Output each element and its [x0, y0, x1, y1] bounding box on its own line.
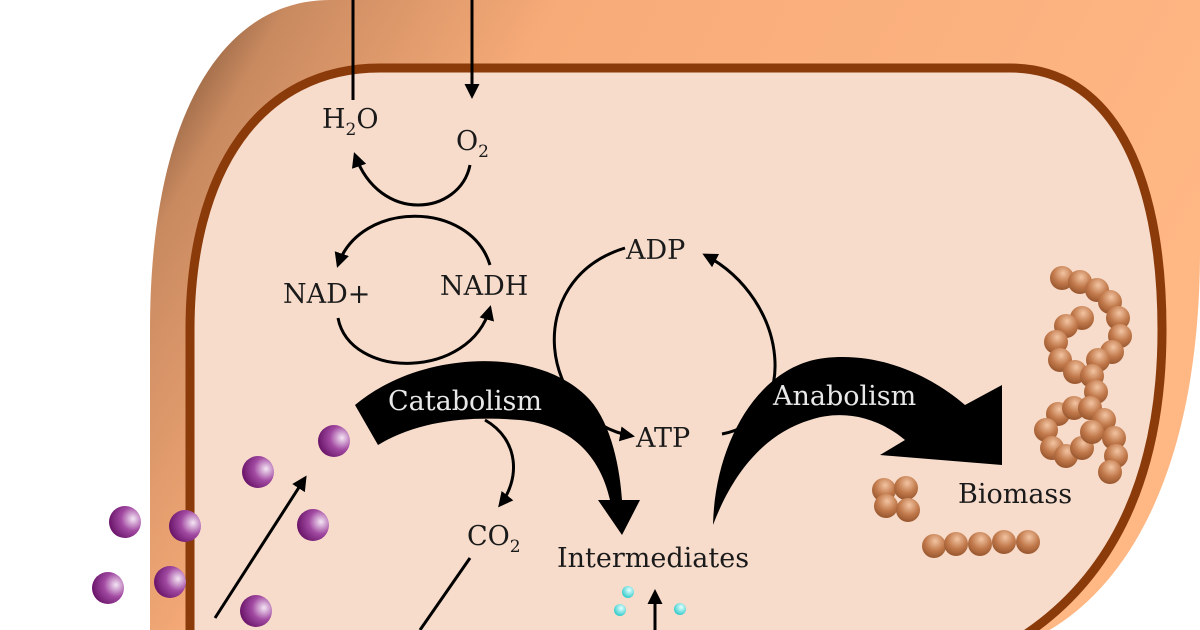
catabolism-arrow	[355, 361, 640, 535]
o2-label: O2	[456, 126, 489, 162]
biomass-sphere	[894, 476, 918, 500]
catabolism-label: Catabolism	[388, 386, 542, 417]
nutrient-sphere	[240, 595, 272, 627]
small-molecule	[622, 586, 634, 598]
small-molecules	[614, 586, 686, 616]
biomass-sphere	[992, 530, 1016, 554]
biomass-label: Biomass	[958, 479, 1072, 510]
nutrient-molecules	[92, 425, 350, 627]
nutrient-sphere	[318, 425, 350, 457]
biomass-sphere	[968, 532, 992, 556]
co2-label: CO2	[467, 521, 521, 557]
respiration-arc-arrow	[351, 152, 472, 207]
biomass-sphere	[1098, 460, 1122, 484]
nutrient-sphere	[92, 572, 124, 604]
anabolism-label: Anabolism	[772, 381, 916, 412]
small-molecule	[674, 603, 686, 615]
nutrient-sphere	[242, 456, 274, 488]
atp-label: ATP	[635, 423, 690, 454]
nutrient-sphere	[169, 510, 201, 542]
biomass-sphere	[1050, 266, 1074, 290]
nadh-label: NADH	[440, 271, 528, 302]
intermediates-label: Intermediates	[557, 543, 749, 574]
biomass-sphere	[874, 494, 898, 518]
h2o-label: H2O	[322, 104, 379, 140]
adp-label: ADP	[625, 235, 685, 266]
nutrient-sphere	[109, 506, 141, 538]
biomass-sphere	[1080, 420, 1104, 444]
cell-membrane	[185, 63, 1167, 630]
biomass-spheres	[872, 266, 1132, 558]
biomass-sphere	[896, 498, 920, 522]
co2-release-arrow	[484, 418, 515, 508]
biomass-sphere	[1102, 426, 1126, 450]
biomass-sphere	[1016, 530, 1040, 554]
nutrient-sphere	[154, 566, 186, 598]
anabolism-arrow	[713, 357, 1002, 525]
nutrient-sphere	[297, 509, 329, 541]
nutrient-uptake-arrow	[213, 475, 307, 619]
biomass-sphere	[922, 534, 946, 558]
biomass-sphere	[944, 532, 968, 556]
co2-exit-line	[418, 557, 472, 630]
nad-plus-label: NAD+	[283, 279, 370, 310]
biomass-sphere	[1106, 306, 1130, 330]
nadh-oxidation-arrow	[334, 214, 492, 268]
cell-wall-right-cutout	[1049, 250, 1200, 630]
biomass-sphere	[1044, 330, 1068, 354]
nad-reduction-arrow	[336, 305, 494, 365]
small-molecule	[614, 604, 626, 616]
